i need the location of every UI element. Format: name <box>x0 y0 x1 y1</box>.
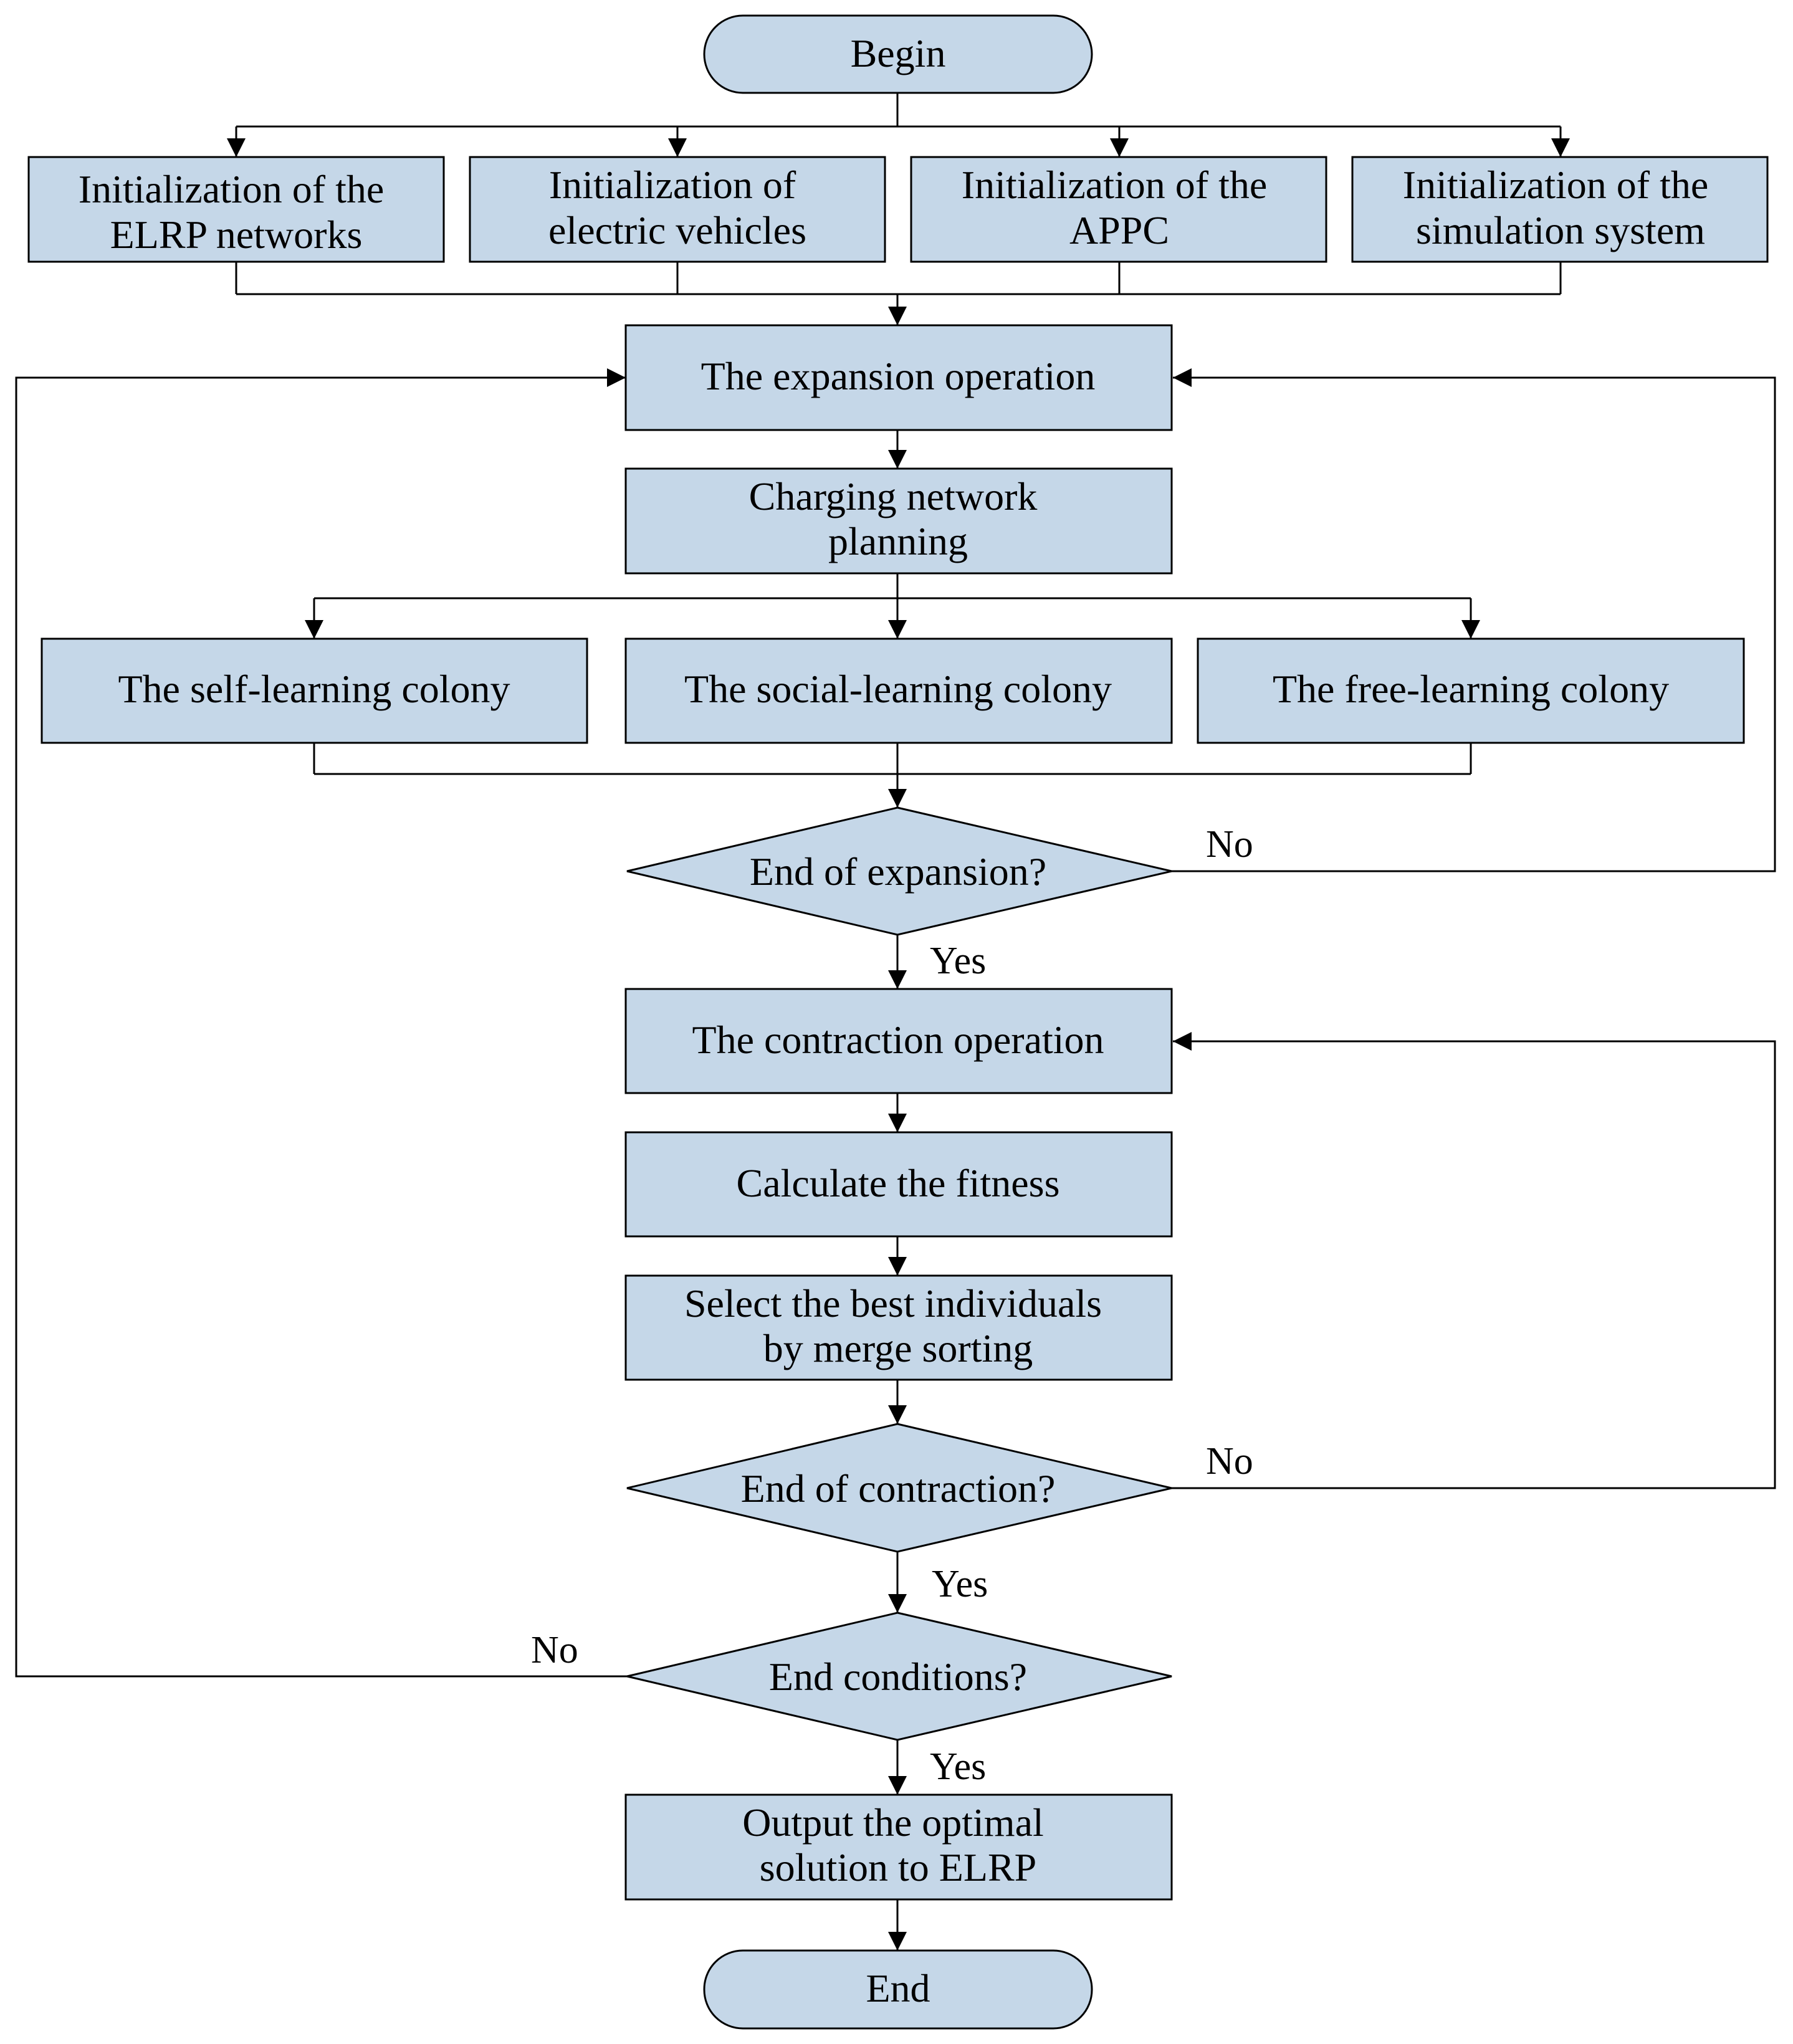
end-label: End <box>866 1966 930 2010</box>
begin-terminator <box>703 14 1093 94</box>
node-labels: Begin Initialization of the ELRP network… <box>79 31 1719 2010</box>
init-appc-label: Initialization of the APPC <box>962 163 1278 252</box>
end-conditions-label: End conditions? <box>769 1655 1027 1699</box>
fitness-box <box>624 1131 1173 1238</box>
contraction-label: The contraction operation <box>692 1018 1104 1062</box>
edge-labels: No Yes No Yes No Yes <box>531 823 1253 1788</box>
contraction-yes-label: Yes <box>932 1563 988 1605</box>
edge-contraction-no-loop <box>1172 1032 1776 1489</box>
contraction-no-label: No <box>1206 1440 1253 1483</box>
expansion-no-label: No <box>1206 823 1253 866</box>
free-learning-label: The free-learning colony <box>1273 667 1669 711</box>
output-box <box>624 1793 1173 1901</box>
expansion-box <box>624 324 1173 431</box>
init-elrp-label: Initialization of the ELRP networks <box>79 167 394 257</box>
init-appc-box <box>910 156 1327 263</box>
end-expansion-label: End of expansion? <box>750 849 1046 894</box>
select-best-box <box>624 1274 1173 1381</box>
self-learning-label: The self-learning colony <box>118 667 510 711</box>
edge-expansion-no-loop <box>1172 368 1776 872</box>
expansion-label: The expansion operation <box>701 354 1096 398</box>
nodes <box>27 14 1769 2030</box>
end-contraction-label: End of contraction? <box>741 1466 1056 1511</box>
charging-box <box>624 467 1173 575</box>
init-ev-label: Initialization of electric vehicles <box>548 163 806 252</box>
select-best-label: Select the best individuals by merge sor… <box>684 1281 1112 1370</box>
end-conditions-decision <box>626 1612 1172 1741</box>
charging-label: Charging network planning <box>749 474 1048 563</box>
social-learning-box <box>624 638 1173 744</box>
fitness-label: Calculate the fitness <box>737 1161 1060 1205</box>
init-elrp-box <box>27 156 445 263</box>
end-terminator <box>703 1949 1093 2030</box>
end-contraction-decision <box>626 1423 1172 1553</box>
edges <box>15 92 1776 1951</box>
end-expansion-decision <box>626 806 1172 936</box>
init-sim-box <box>1351 156 1769 263</box>
begin-label: Begin <box>851 31 946 75</box>
expansion-yes-label: Yes <box>930 940 986 982</box>
init-sim-label: Initialization of the simulation system <box>1403 163 1719 252</box>
conditions-no-label: No <box>531 1629 578 1671</box>
output-label: Output the optimal solution to ELRP <box>742 1800 1054 1889</box>
self-learning-box <box>41 638 588 744</box>
conditions-yes-label: Yes <box>930 1746 986 1788</box>
edge-conditions-no-loop <box>15 368 627 1678</box>
social-learning-label: The social-learning colony <box>684 667 1112 711</box>
free-learning-box <box>1197 638 1745 744</box>
init-ev-box <box>469 156 886 263</box>
contraction-box <box>624 988 1173 1094</box>
